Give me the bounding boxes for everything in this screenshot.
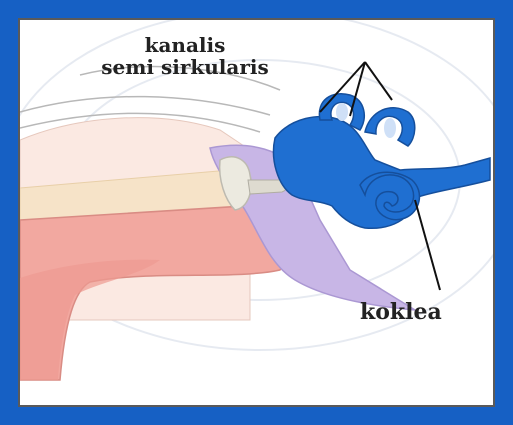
diagram-panel: kanalis semi sirkularis koklea [18, 18, 495, 407]
semicircular-canals-label: kanalis semi sirkularis [100, 34, 270, 78]
semicircular-canals-label-line2: semi sirkularis [100, 56, 270, 78]
cochlea-label: koklea [360, 301, 442, 323]
semicircular-canals-label-line1: kanalis [100, 34, 270, 56]
